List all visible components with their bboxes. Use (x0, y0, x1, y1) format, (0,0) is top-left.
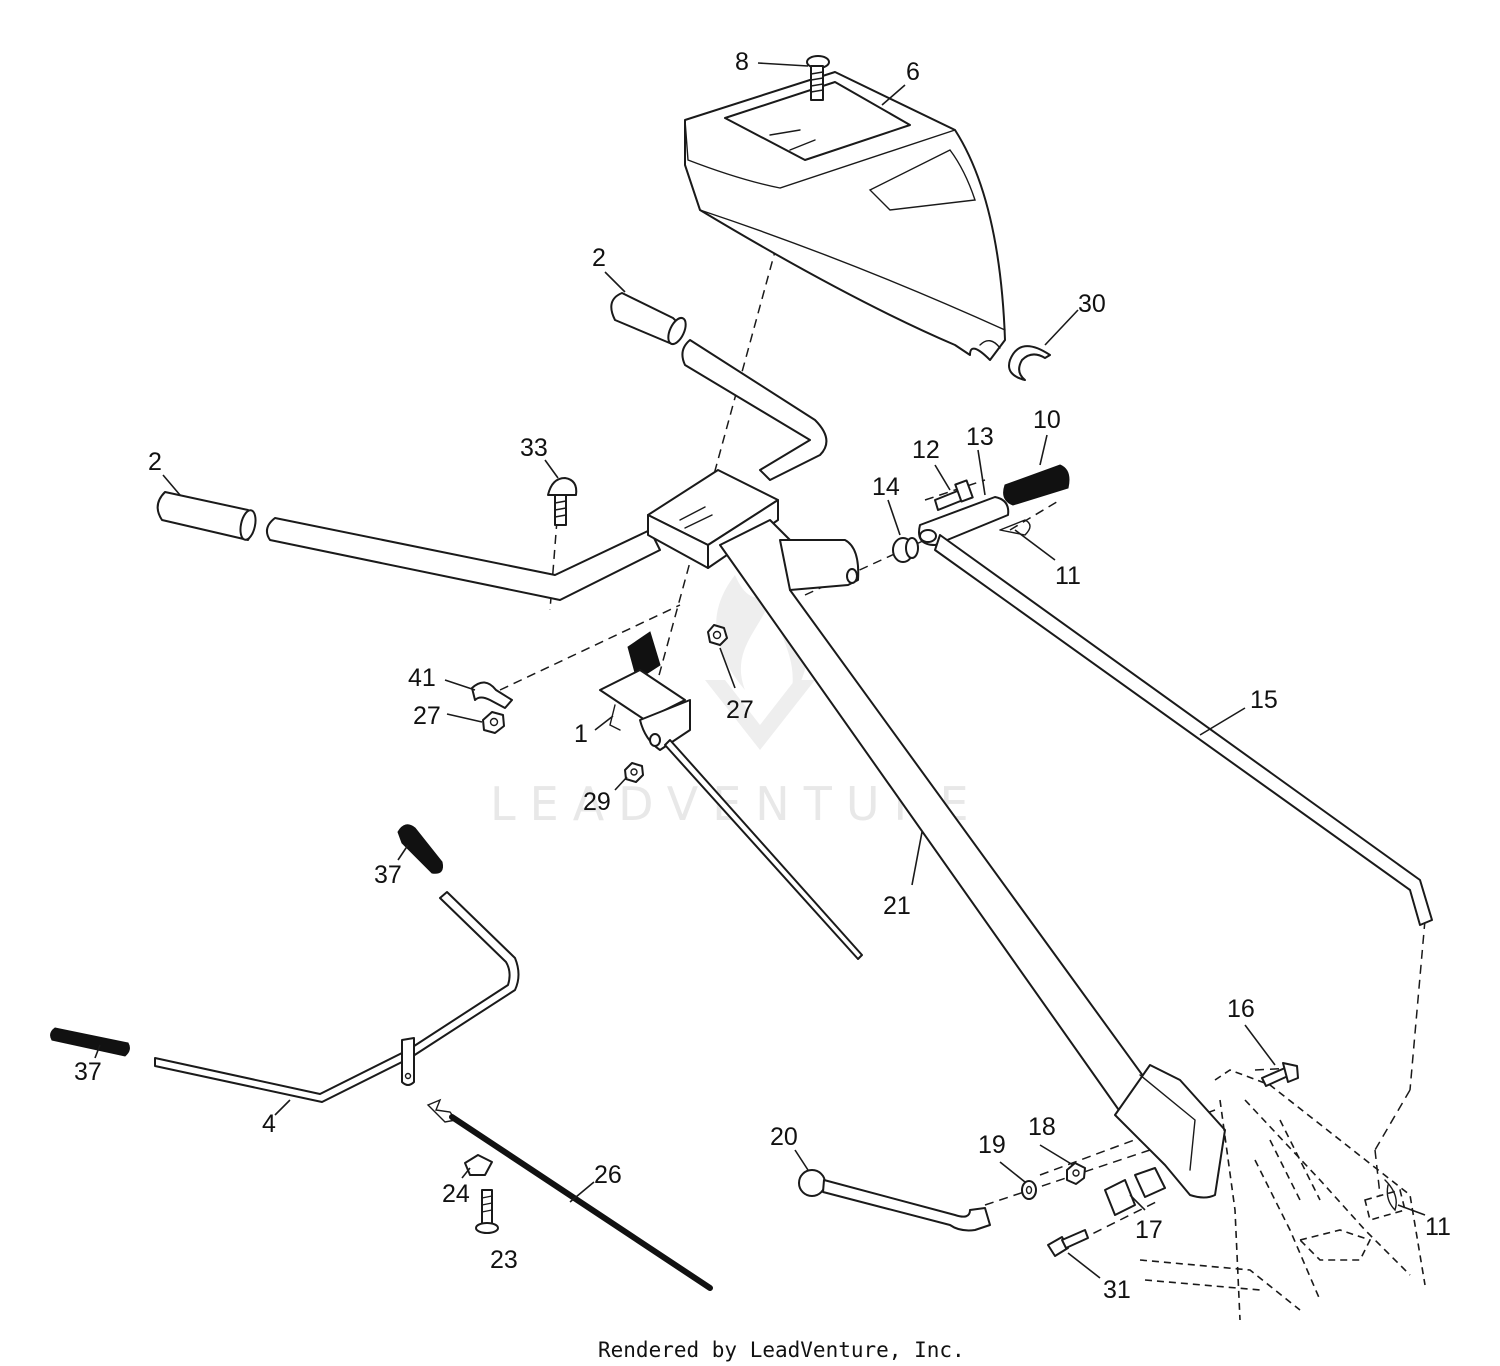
carriage-bolt (547, 477, 578, 526)
callout-1: 1 (574, 720, 588, 748)
callout-16: 16 (1227, 995, 1255, 1023)
callout-27-left: 27 (413, 702, 441, 730)
callout-8: 8 (735, 48, 749, 76)
hair-pin-lower (1384, 1179, 1397, 1212)
footer-credit: Rendered by LeadVenture, Inc. (598, 1338, 965, 1362)
callout-2-lower: 2 (148, 448, 162, 476)
callout-10: 10 (1033, 406, 1061, 434)
control-bracket (599, 631, 691, 751)
tiller-body-outline (1139, 1069, 1426, 1321)
handlebar (265, 339, 828, 601)
drive-lever-bail (154, 891, 520, 1103)
shift-lever-handle (918, 496, 1010, 546)
shift-lever-grip (1003, 464, 1070, 506)
washer (1021, 1180, 1037, 1200)
screw (806, 55, 830, 101)
cable-clip (471, 681, 513, 709)
watermark: LEADVENTURE (490, 570, 983, 831)
callout-29: 29 (583, 788, 611, 816)
lock-nut (1066, 1162, 1086, 1185)
callout-37-upper: 37 (374, 861, 402, 889)
watermark-text: LEADVENTURE (490, 777, 983, 831)
callout-18: 18 (1028, 1113, 1056, 1141)
lever-grip-lower (50, 1027, 130, 1057)
flange-bolt-small (475, 1189, 499, 1234)
callout-11-upper: 11 (1055, 562, 1081, 590)
hex-bolt-lower (1047, 1229, 1089, 1257)
control-cable (664, 739, 863, 960)
shift-plates (1104, 1167, 1166, 1216)
callout-14: 14 (872, 473, 900, 501)
cable-clip-small (464, 1154, 493, 1176)
callout-31: 31 (1103, 1276, 1131, 1304)
callout-17: 17 (1135, 1216, 1163, 1244)
callout-12: 12 (912, 436, 940, 464)
lever-grip-upper (397, 824, 443, 874)
callout-37-lower: 37 (74, 1058, 102, 1086)
callout-41: 41 (408, 664, 436, 692)
callout-labels: 8 6 30 2 2 33 12 13 10 14 11 15 41 27 27… (74, 48, 1451, 1304)
drive-cable (426, 1098, 713, 1291)
hex-bolt-upper (1261, 1062, 1299, 1087)
callout-2-upper: 2 (592, 244, 606, 272)
hand-grip-upper (610, 292, 687, 346)
shift-rod (934, 534, 1433, 926)
hair-pin-upper (999, 519, 1031, 536)
callout-27-right: 27 (726, 696, 754, 724)
callout-26: 26 (594, 1161, 622, 1189)
hex-nut-left (482, 711, 505, 734)
shift-knob-rod (798, 1169, 991, 1232)
callout-13: 13 (966, 423, 994, 451)
callout-30: 30 (1078, 290, 1106, 318)
console-cover (684, 71, 1006, 361)
callout-24: 24 (442, 1180, 470, 1208)
callout-11-lower: 11 (1425, 1213, 1451, 1241)
hex-nut-right (707, 624, 728, 646)
callout-21: 21 (883, 892, 911, 920)
callout-6: 6 (906, 58, 920, 86)
wire-clip (1008, 345, 1051, 381)
spacer (892, 537, 919, 563)
callout-4: 4 (262, 1110, 276, 1138)
callout-33: 33 (520, 434, 548, 462)
hand-grip-lower (156, 491, 257, 541)
leader-lines (94, 62, 1426, 1279)
shoulder-bolt (934, 479, 974, 511)
callout-20: 20 (770, 1123, 798, 1151)
callout-19: 19 (978, 1131, 1006, 1159)
main-handle-tube (719, 519, 1226, 1199)
callout-23: 23 (490, 1246, 518, 1274)
callout-15: 15 (1250, 686, 1278, 714)
